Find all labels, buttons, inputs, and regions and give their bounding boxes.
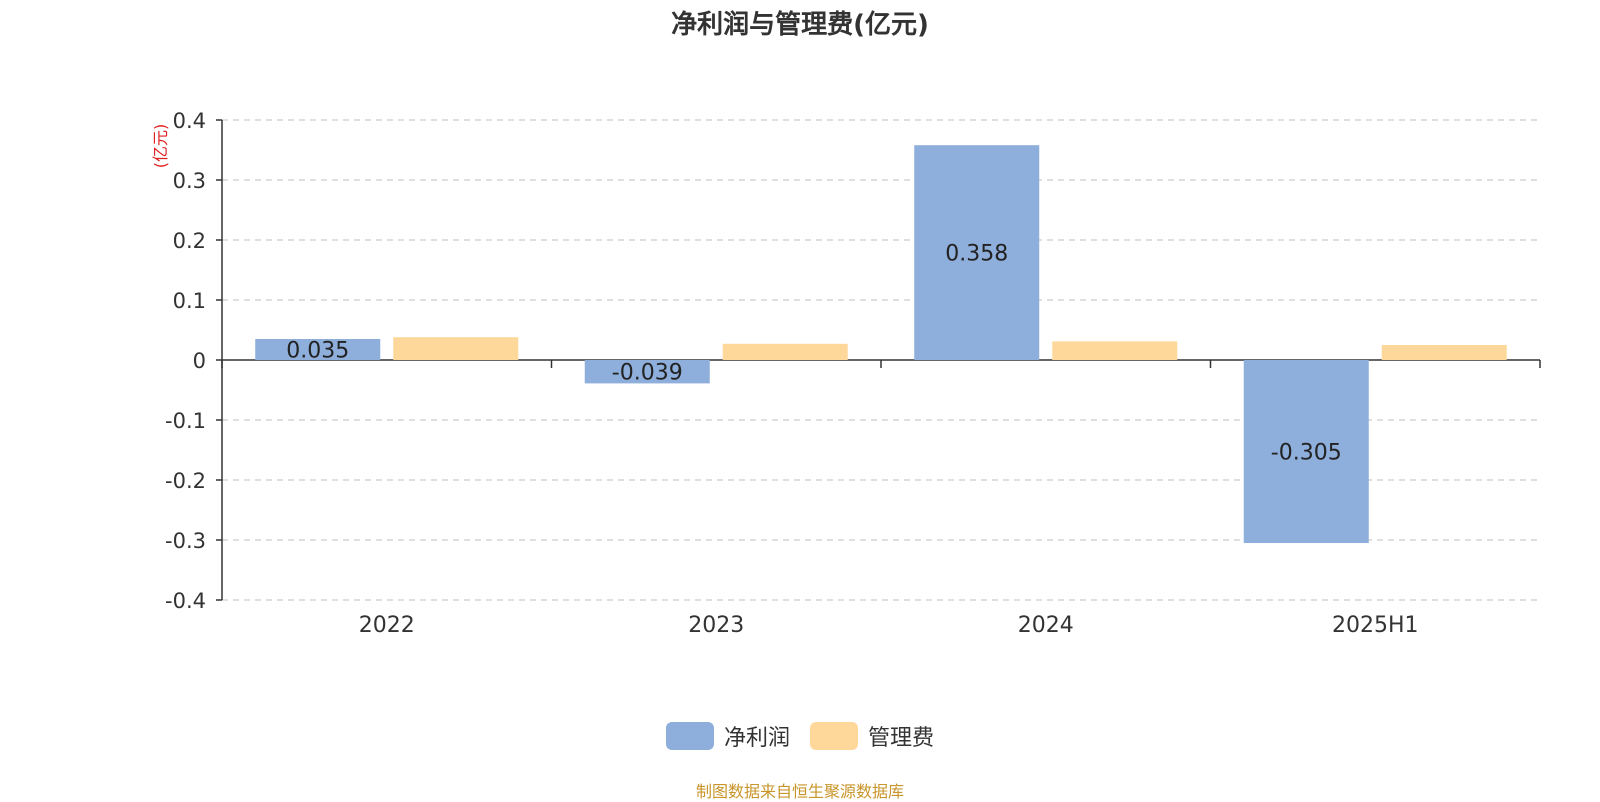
legend-item-admin-fee[interactable]: 管理费	[810, 720, 934, 752]
data-label-net-profit-2024: 0.358	[945, 242, 1008, 267]
x-tick-label: 2024	[1018, 613, 1074, 638]
x-tick-label: 2025H1	[1332, 613, 1419, 638]
legend: 净利润 管理费	[0, 720, 1600, 752]
legend-swatch-net-profit	[665, 722, 714, 750]
bar-admin-fee-2025H1	[1381, 345, 1507, 360]
data-label-net-profit-2025H1: -0.305	[1271, 441, 1342, 466]
bar-net-profit-2023	[584, 360, 710, 384]
chart-title: 净利润与管理费(亿元)	[671, 10, 929, 40]
data-label-net-profit-2023: -0.039	[612, 361, 683, 386]
y-tick-label: -0.1	[165, 409, 206, 433]
data-label-net-profit-2022: 0.035	[286, 339, 349, 364]
y-tick-label: -0.2	[165, 469, 206, 493]
y-tick-label: -0.3	[165, 529, 206, 553]
bar-net-profit-2022	[255, 339, 381, 360]
y-tick-label: 0.4	[173, 109, 206, 133]
bar-admin-fee-2024	[1052, 341, 1178, 360]
legend-swatch-admin-fee	[810, 722, 858, 750]
legend-item-net-profit[interactable]: 净利润	[665, 720, 790, 752]
legend-label-admin-fee: 管理费	[868, 726, 935, 751]
y-axis-label: (亿元)	[151, 124, 170, 169]
y-tick-label: 0.1	[173, 289, 206, 313]
bar-admin-fee-2023	[722, 343, 848, 360]
source-note: 制图数据来自恒生聚源数据库	[695, 782, 904, 801]
y-tick-label: -0.4	[165, 589, 206, 613]
bar-admin-fee-2022	[393, 337, 519, 360]
x-tick-label: 2023	[688, 613, 744, 638]
bar-net-profit-2025H1	[1243, 360, 1369, 543]
y-tick-label: 0.2	[173, 229, 206, 253]
legend-label-net-profit: 净利润	[723, 726, 790, 751]
y-tick-label: 0	[193, 349, 206, 373]
bar-chart: 0.4 0.3 0.2 0.1 0 -0.1 -0.2 -0.3 -0.4 (亿元) 2022 0.0…	[151, 109, 1541, 638]
bar-net-profit-2024	[914, 145, 1040, 360]
y-tick-label: 0.3	[173, 169, 206, 193]
x-tick-label: 2022	[359, 613, 415, 638]
